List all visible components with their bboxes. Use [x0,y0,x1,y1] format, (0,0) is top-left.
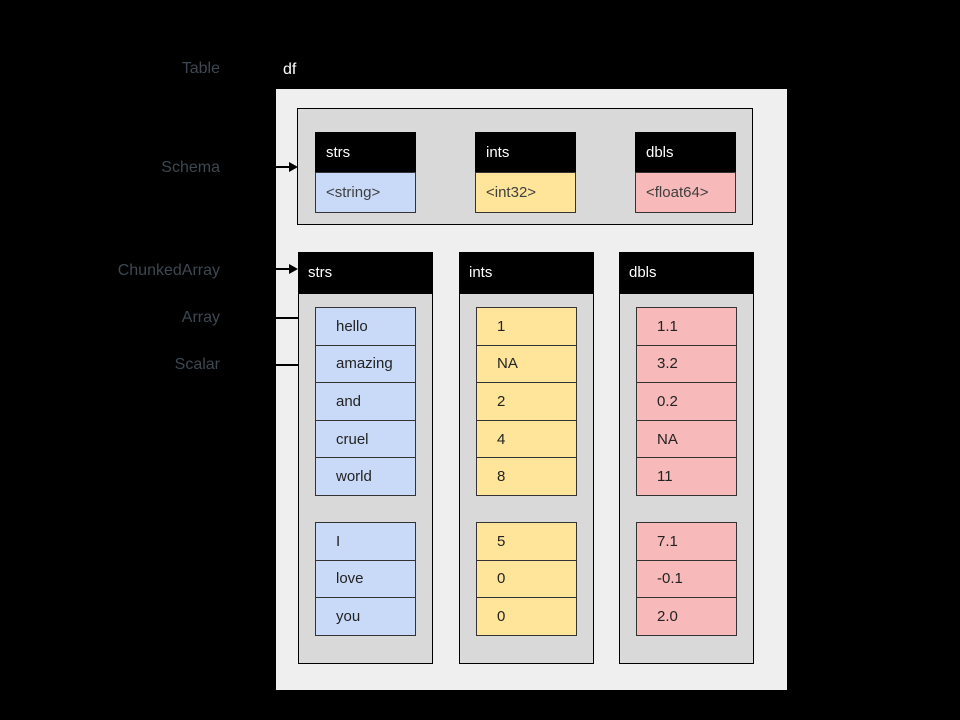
column-body: 1 NA 2 4 8 5 0 0 [459,293,594,664]
array-chunk: hello amazing and cruel world [315,307,416,496]
schema-field-type: <string> [315,172,416,213]
array-cell: 1 [476,307,577,346]
chunked-array-arrow [276,264,298,274]
array-cell: cruel [315,419,416,459]
array-cell: 11 [636,457,737,496]
array-chunk: 7.1 -0.1 2.0 [636,522,737,636]
array-cell: amazing [315,344,416,384]
schema-arrow [276,162,298,172]
schema-field-type: <int32> [475,172,576,213]
schema-field-ints: ints <int32> [475,132,576,213]
array-cell: 1.1 [636,307,737,346]
label-chunked-array: ChunkedArray [117,262,220,279]
array-cell: 4 [476,419,577,459]
schema-field-name: ints [475,132,576,172]
array-chunk: I love you [315,522,416,636]
array-cell: 3.2 [636,344,737,384]
label-array: Array [181,309,220,326]
label-schema: Schema [161,159,220,176]
array-cell: and [315,382,416,421]
schema-field-name: dbls [635,132,736,172]
array-cell: 7.1 [636,522,737,561]
schema-field-strs: strs <string> [315,132,416,213]
array-cell: hello [315,307,416,346]
array-cell: world [315,457,416,496]
array-cell: I [315,522,416,561]
label-scalar: Scalar [174,356,220,373]
column-header: ints [459,252,594,293]
schema-field-dbls: dbls <float64> [635,132,736,213]
array-cell: 0 [476,597,577,636]
schema-field-type: <float64> [635,172,736,213]
array-cell: you [315,597,416,636]
array-cell: NA [636,419,737,459]
chunked-column-ints: ints 1 NA 2 4 8 5 0 0 [459,252,594,664]
label-table: Table [181,60,220,77]
array-cell: NA [476,344,577,384]
array-cell: 0 [476,559,577,599]
array-cell: love [315,559,416,599]
array-chunk: 1.1 3.2 0.2 NA 11 [636,307,737,496]
column-body: hello amazing and cruel world I love you [298,293,433,664]
array-cell: -0.1 [636,559,737,599]
chunked-column-dbls: dbls 1.1 3.2 0.2 NA 11 7.1 -0.1 2.0 [619,252,754,664]
array-cell: 2 [476,382,577,421]
column-body: 1.1 3.2 0.2 NA 11 7.1 -0.1 2.0 [619,293,754,664]
array-cell: 5 [476,522,577,561]
array-cell: 8 [476,457,577,496]
schema-panel: strs <string> ints <int32> dbls <float64… [297,108,753,225]
chunked-column-strs: strs hello amazing and cruel world I lov… [298,252,433,664]
schema-field-name: strs [315,132,416,172]
array-chunk: 5 0 0 [476,522,577,636]
table-name: df [283,61,297,78]
column-header: strs [298,252,433,293]
array-cell: 0.2 [636,382,737,421]
array-chunk: 1 NA 2 4 8 [476,307,577,496]
column-header: dbls [619,252,754,293]
array-cell: 2.0 [636,597,737,636]
